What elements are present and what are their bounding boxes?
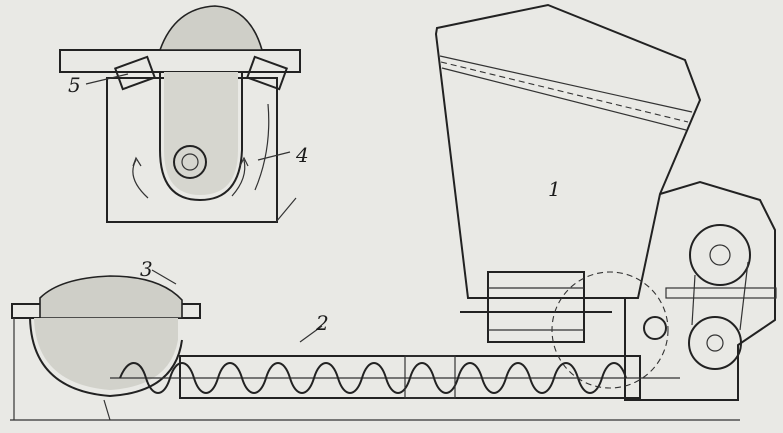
hopper — [434, 3, 776, 401]
inset-screw-section — [173, 145, 207, 179]
feed-box — [460, 271, 612, 343]
inset-material — [158, 5, 264, 51]
inset-detail — [59, 5, 301, 223]
bowl — [11, 269, 201, 421]
drive-casing — [624, 180, 776, 401]
leader-3 — [151, 269, 177, 285]
hopper-grille — [440, 61, 689, 123]
upper-pulley — [689, 224, 751, 286]
belt-left — [691, 274, 696, 326]
label-4: 4 — [295, 143, 309, 167]
hopper-body — [434, 3, 702, 299]
auger — [10, 325, 740, 421]
label-5: 5 — [68, 73, 81, 97]
drive — [551, 224, 777, 389]
bowl-shell — [29, 317, 183, 398]
small-gear — [643, 316, 667, 340]
inset-screw-shaft — [181, 153, 199, 171]
gear-outline — [551, 271, 669, 389]
inset-gate-left — [113, 55, 157, 91]
auger-coupling — [404, 355, 456, 399]
inset-arrow-right — [231, 159, 246, 197]
drive-frame-bar — [665, 287, 777, 299]
bowl-material — [39, 275, 183, 319]
label-2: 2 — [315, 311, 329, 335]
inset-trough-fill — [164, 72, 238, 195]
inset-gate-right — [245, 55, 289, 91]
lower-pulley — [688, 316, 742, 370]
leader-5 — [85, 73, 129, 85]
hopper-grille-top — [439, 55, 693, 113]
label-1: 1 — [548, 177, 561, 201]
leader-4 — [257, 151, 291, 161]
feed-box-frame — [487, 271, 585, 343]
leader-2 — [299, 325, 323, 343]
auger-flight — [119, 362, 627, 394]
belt-right — [739, 261, 749, 331]
inset-trough — [159, 72, 243, 202]
label-3: 3 — [140, 257, 153, 281]
